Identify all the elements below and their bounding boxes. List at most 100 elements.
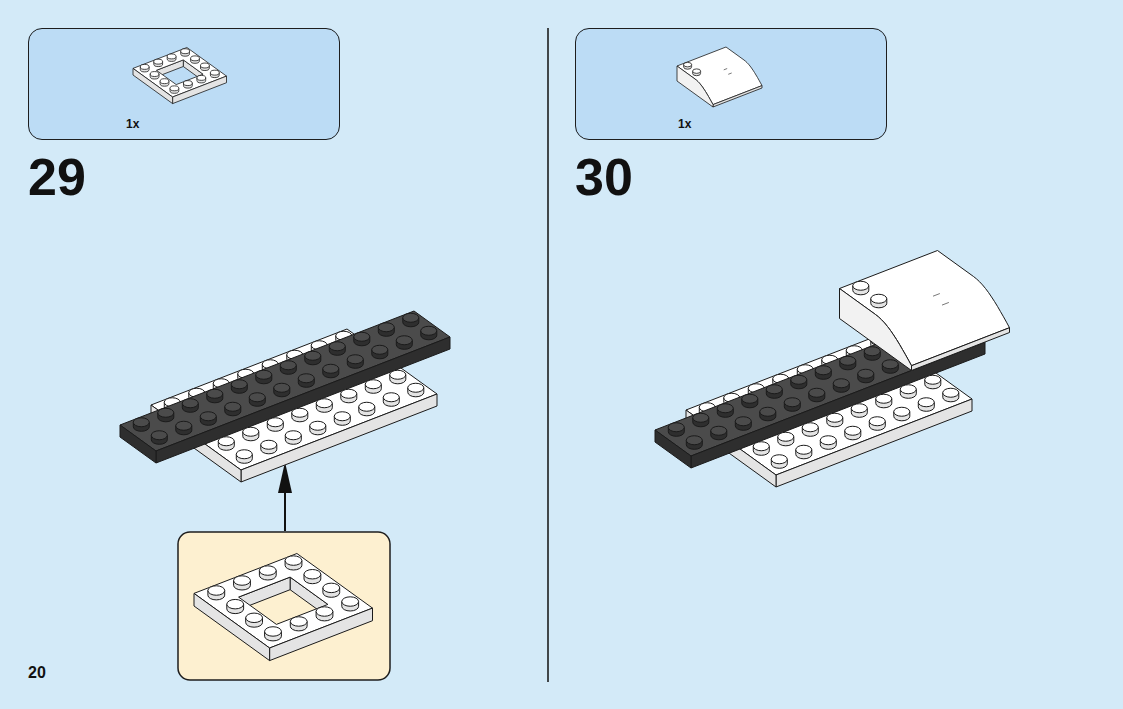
slope-side [713,86,762,107]
stud [359,402,375,411]
stud [243,427,259,436]
stud [274,383,290,392]
stud [298,374,314,383]
stud [316,399,332,408]
stud [894,407,910,416]
stud [261,440,277,449]
model-step-29 [120,311,450,482]
stud [246,613,263,622]
stud [316,607,333,616]
assembly-arrow [284,490,286,531]
stud [207,389,223,398]
stud [871,294,887,303]
stud [766,385,782,394]
plate-top [133,48,227,98]
page-number: 20 [28,665,46,681]
stud [200,412,216,421]
page-divider [547,28,549,682]
sub-assembly-box [178,532,390,680]
slope-side [912,328,1010,371]
stud [329,342,345,351]
stud [150,72,159,77]
model-step-30 [655,251,1010,488]
plate-top [120,311,450,451]
stud [310,421,326,430]
stud [285,431,301,440]
stud [802,423,818,432]
stud [197,75,206,80]
stud [853,281,869,290]
stud [760,407,776,416]
stud [208,586,225,595]
stud [396,336,412,345]
stud [210,70,219,75]
stud [925,375,941,384]
stud [735,417,751,426]
stud [820,436,836,445]
stud [717,404,733,413]
stud [265,627,282,636]
stud [771,455,787,464]
stud [390,370,406,379]
parts-callout: 1x [28,28,340,140]
surface-mark [728,73,731,74]
stud [791,375,807,384]
stud [140,64,149,69]
stud [267,418,283,427]
step-number: 29 [28,151,86,203]
stud [918,398,934,407]
surface-mark [942,302,949,305]
stud [693,69,701,74]
stud [183,81,192,86]
stud [403,313,419,322]
stud [158,408,174,417]
stud [151,431,167,440]
stud [285,556,302,565]
stud [864,347,880,356]
part-plate-with-hole [194,554,373,661]
stud [167,54,176,59]
plate-top [194,554,373,649]
stud [201,63,210,68]
stud [160,79,169,84]
parts-callout: 1x [575,28,887,140]
stud [323,364,339,373]
stud [851,404,867,413]
step-number: 30 [575,151,633,203]
stud [259,566,276,575]
stud [711,426,727,435]
stud [234,576,251,585]
stud [900,385,916,394]
stud [858,369,874,378]
stud [686,436,702,445]
slope-side [677,66,713,107]
stud [236,450,252,459]
stud [840,356,856,365]
stud [341,389,357,398]
stud [249,393,265,402]
stud [693,413,709,422]
stud [378,323,394,332]
stud [256,370,272,379]
plate-side [133,68,173,103]
stud [869,417,885,426]
stud [218,437,234,446]
plate-side [173,76,227,104]
stud [227,599,244,608]
stud [742,394,758,403]
part-plate-with-hole [133,48,227,104]
stud [305,351,321,360]
stud [778,432,794,441]
stud [421,326,437,335]
stud [191,56,200,61]
stud [943,388,959,397]
stud [225,402,241,411]
stud [845,426,861,435]
part-quantity: 1x [678,117,691,131]
part-curved-slope [677,47,762,107]
surface-mark [724,69,727,70]
stud [280,361,296,370]
stud [354,332,370,341]
stud [383,393,399,402]
stud [372,345,388,354]
